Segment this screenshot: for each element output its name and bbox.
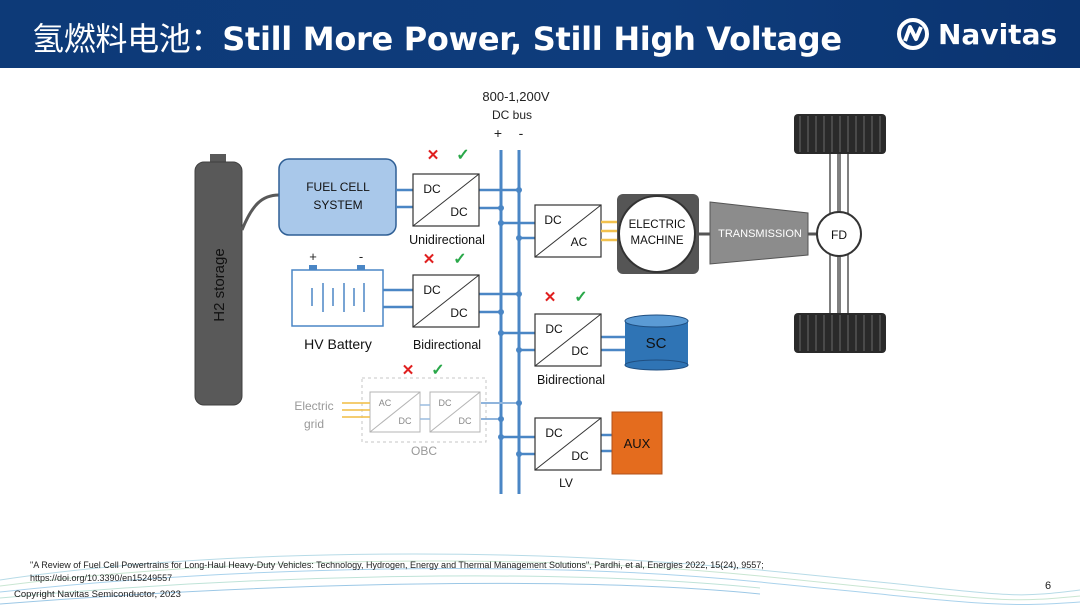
wheel-bottom [794,313,886,353]
logo-text: Navitas [938,17,1058,51]
bidirectional-label-1: Bidirectional [413,338,481,352]
obc-dc-label-1: DC [399,416,412,426]
hv-battery-label: HV Battery [304,336,372,352]
citation-line-1: "A Review of Fuel Cell Powertrains for L… [30,560,764,570]
h2-storage-tank [194,154,280,406]
obc-label: OBC [411,444,437,458]
check-mark-2: ✓ [453,251,466,268]
electric-grid-label-1: Electric [294,399,333,413]
electric-machine [617,194,699,274]
check-mark-3: ✓ [431,362,444,379]
bidirectional-label-2: Bidirectional [537,373,605,387]
dcac-inverter [534,204,602,258]
wheel-top [794,114,886,154]
final-drive [816,211,862,257]
navitas-logo: Navitas [896,14,1057,54]
check-mark-1: ✓ [456,147,469,164]
obc-connections [481,402,519,420]
electric-machine-label-2: MACHINE [630,235,683,247]
fuel-cell-label-2: SYSTEM [313,198,362,212]
title-english: Still More Power, Still High Voltage [222,20,842,58]
h2-storage-label: H2 storage [211,248,228,321]
unidirectional-label: Unidirectional [409,233,485,247]
obc-group [361,377,487,443]
electric-machine-label-1: ELECTRIC [629,219,686,231]
supercapacitor [624,314,689,371]
aux-load [611,411,663,475]
three-phase-lines [601,220,620,242]
title-chinese: 氢燃料电池： [32,20,223,58]
citation: "A Review of Fuel Cell Powertrains for L… [30,559,764,585]
aux-label: AUX [624,436,651,451]
bus-junctions [498,187,522,457]
dcdc-sc-in: DC [545,322,563,336]
transmission-label: TRANSMISSION [718,228,802,240]
bus-plus-label: + [494,125,502,141]
bus-minus-label: - [519,125,524,141]
dcdc2-out: DC [450,306,468,320]
obc-ac-label: AC [379,398,392,408]
dcdc-lv-in: DC [545,426,563,440]
bus-name-label: DC bus [492,108,532,122]
dcdc-bidirectional-sc [534,313,602,367]
x-mark-1: ✕ [427,147,440,164]
battery-plus: + [309,249,317,264]
check-mark-4: ✓ [574,289,587,306]
page-number: 6 [1045,580,1052,592]
sc-label: SC [646,335,667,352]
grid-input-lines [342,402,370,418]
dcdc2-in: DC [423,283,441,297]
obc-dc-label-3: DC [459,416,472,426]
dcdc1-out: DC [450,205,468,219]
dcdc-lv-out: DC [571,449,589,463]
obc-dc-label-2: DC [439,398,452,408]
fuel-cell-label-1: FUEL CELL [306,180,370,194]
slide-title: 氢燃料电池：Still More Power, Still High Volta… [32,14,842,60]
lv-label: LV [559,476,573,490]
battery-minus: - [359,249,363,264]
bus-voltage-label: 800-1,200V [482,89,550,104]
fuel-cell-system [278,158,397,236]
dcdc-sc-out: DC [571,344,589,358]
copyright: Copyright Navitas Semiconductor, 2023 [14,589,181,600]
dcdc-bidirectional-battery [412,274,480,328]
fd-label: FD [831,228,847,242]
dcdc-lv [534,417,602,471]
transmission [709,201,809,265]
inverter-dc: DC [544,213,562,227]
dcdc1-in: DC [423,182,441,196]
citation-line-2: https://doi.org/10.3390/en15249557 [30,573,173,583]
inverter-ac: AC [571,235,588,249]
navitas-logo-icon [897,18,929,50]
x-mark-3: ✕ [402,362,415,379]
electric-grid-label-2: grid [304,417,324,431]
x-mark-4: ✕ [544,289,557,306]
dcdc-unidirectional [412,173,480,227]
footer-swoosh [0,553,1080,606]
dc-bus [499,150,521,494]
x-mark-2: ✕ [423,251,436,268]
hv-battery [291,265,384,327]
